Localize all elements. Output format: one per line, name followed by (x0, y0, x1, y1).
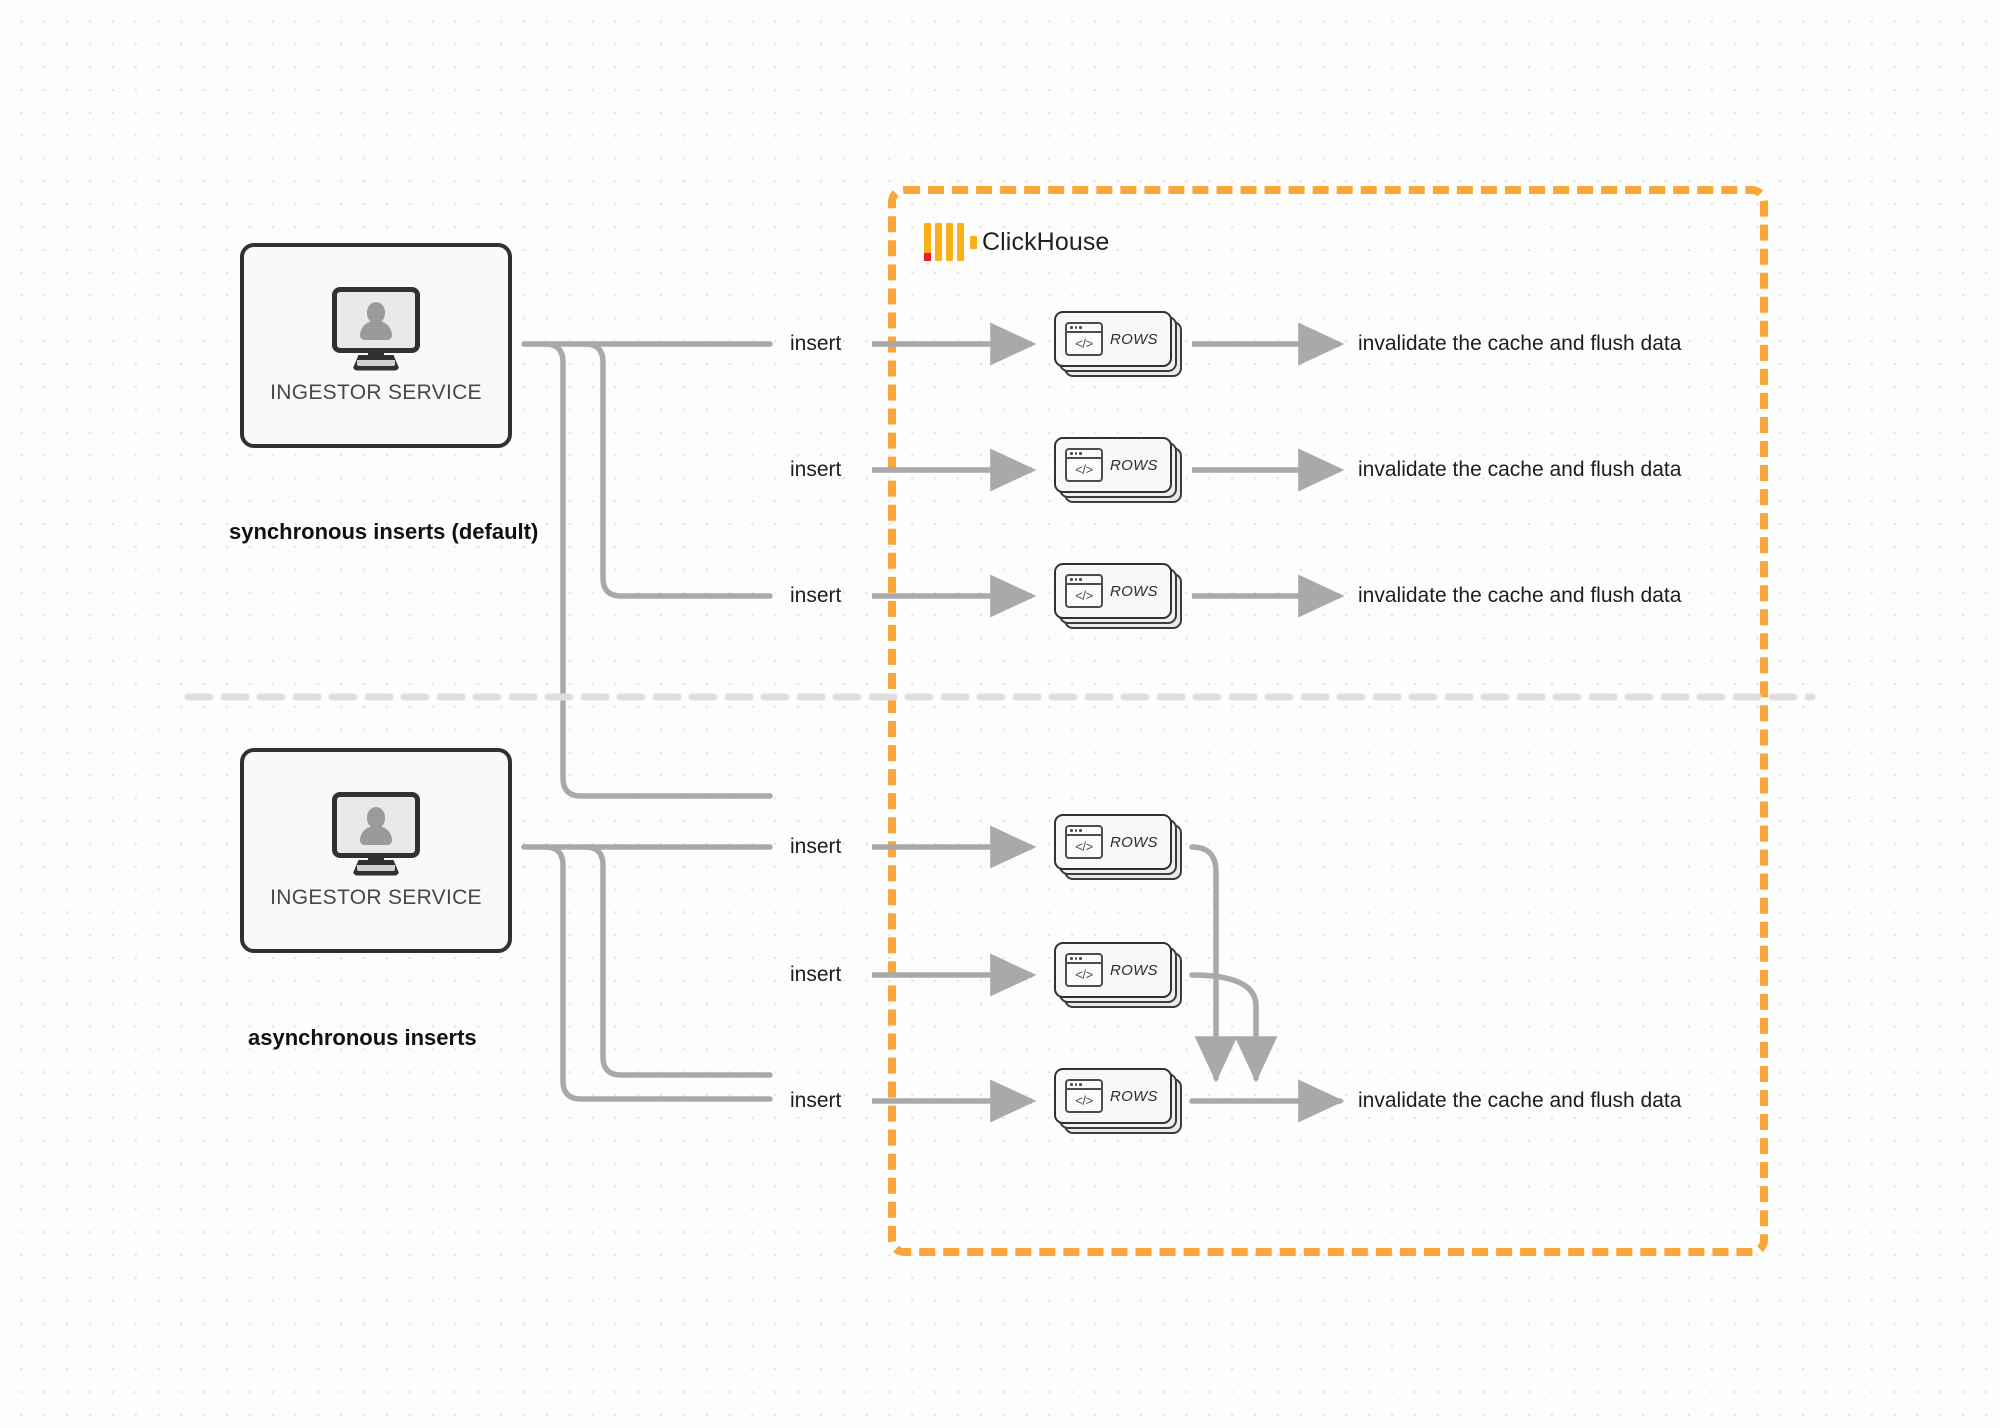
sync-ingestor-service-label: INGESTOR SERVICE (270, 380, 482, 404)
user-silhouette-icon (356, 805, 396, 845)
sync-fanout-edges (521, 341, 773, 799)
code-window-icon: </> (1065, 574, 1103, 608)
sync-result-label-3: invalidate the cache and flush data (1358, 584, 1682, 607)
async-rows-card-3[interactable]: </> ROWS (1054, 1068, 1182, 1134)
code-window-icon: </> (1065, 1079, 1103, 1113)
clickhouse-boundary (888, 186, 1768, 1256)
sync-rows-label-2: ROWS (1110, 456, 1158, 474)
async-rows-label-2: ROWS (1110, 961, 1158, 979)
async-result-label: invalidate the cache and flush data (1358, 1089, 1682, 1112)
clickhouse-brand: ClickHouse (924, 223, 1109, 261)
code-window-icon: </> (1065, 322, 1103, 356)
sync-insert-label-3: insert (790, 584, 842, 607)
clickhouse-label: ClickHouse (982, 227, 1110, 256)
sync-insert-label-2: insert (790, 458, 842, 481)
async-rows-label-1: ROWS (1110, 833, 1158, 851)
user-silhouette-icon (356, 300, 396, 340)
async-section-title: asynchronous inserts (248, 1025, 477, 1050)
async-fanout-edges (521, 844, 773, 1102)
async-ingestor-service-label: INGESTOR SERVICE (270, 885, 482, 909)
sync-rows-card-2[interactable]: </> ROWS (1054, 437, 1182, 503)
monitor-user-icon (330, 791, 422, 876)
async-rows-card-1[interactable]: </> ROWS (1054, 814, 1182, 880)
async-insert-label-3: insert (790, 1089, 842, 1112)
sync-rows-card-3[interactable]: </> ROWS (1054, 563, 1182, 629)
async-insert-label-2: insert (790, 963, 842, 986)
sync-rows-label-1: ROWS (1110, 330, 1158, 348)
sync-section-title: synchronous inserts (default) (229, 519, 539, 544)
async-ingestor-service[interactable]: INGESTOR SERVICE (240, 748, 512, 953)
sync-result-label-1: invalidate the cache and flush data (1358, 332, 1682, 355)
async-insert-label-1: insert (790, 835, 842, 858)
monitor-user-icon (330, 286, 422, 371)
sync-rows-card-1[interactable]: </> ROWS (1054, 311, 1182, 377)
clickhouse-logo (924, 223, 977, 261)
code-window-icon: </> (1065, 448, 1103, 482)
sync-rows-label-3: ROWS (1110, 582, 1158, 600)
code-window-icon: </> (1065, 825, 1103, 859)
sync-ingestor-service[interactable]: INGESTOR SERVICE (240, 243, 512, 448)
sync-result-label-2: invalidate the cache and flush data (1358, 458, 1682, 481)
code-window-icon: </> (1065, 953, 1103, 987)
sync-insert-label-1: insert (790, 332, 842, 355)
async-rows-label-3: ROWS (1110, 1087, 1158, 1105)
async-rows-card-2[interactable]: </> ROWS (1054, 942, 1182, 1008)
